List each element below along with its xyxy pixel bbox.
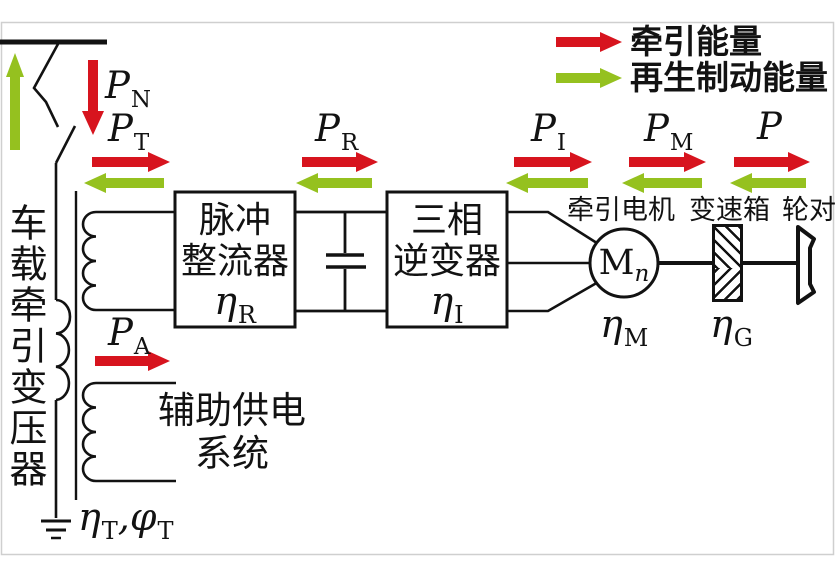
primary-winding-coil — [55, 298, 72, 402]
secondary-winding-coil — [81, 210, 97, 312]
pr-label: PR — [315, 107, 359, 156]
ground-icon — [41, 519, 71, 540]
phase-line-bottom — [507, 279, 601, 313]
wheelset-icon — [796, 225, 816, 305]
legend-traction-arrow — [556, 32, 622, 52]
pi-regen-arrow — [506, 173, 588, 193]
transformer-eta: ηT,φT — [78, 495, 174, 545]
pm-traction-arrow — [629, 152, 706, 172]
traction-transformer — [54, 163, 176, 518]
phase-line-top — [507, 210, 601, 247]
transformer-name: 车载牵引变压器 — [3, 203, 47, 490]
three-phase-lines — [507, 210, 601, 313]
figure-frame — [0, 21, 835, 556]
pi-label: PI — [531, 107, 566, 156]
disconnector-blade — [54, 125, 77, 164]
pm-label: PM — [644, 107, 694, 156]
pr-regen-arrow — [296, 173, 372, 193]
gearbox-icon — [712, 224, 743, 302]
regen-up-arrow — [6, 53, 24, 150]
pt-regen-arrow — [84, 173, 164, 193]
pa-label: PA — [108, 311, 151, 360]
inverter-eta: ηI — [430, 279, 464, 330]
rectifier-eta: ηR — [214, 279, 256, 330]
gearbox-eta: ηG — [710, 302, 753, 352]
pn-down-arrow — [82, 60, 104, 135]
pt-label: PT — [108, 107, 150, 156]
pt-traction-arrow — [92, 152, 170, 172]
p-regen-arrow — [730, 173, 806, 193]
motor-eta: ηM — [600, 302, 649, 352]
pa-traction-arrow — [95, 351, 170, 371]
inverter-label: 三相 逆变器 ηI — [392, 199, 501, 330]
pm-regen-arrow — [622, 173, 702, 193]
pr-traction-arrow — [302, 152, 378, 172]
motor-title: 牵引电机 — [567, 195, 675, 226]
wheelset-title: 轮对 — [782, 195, 835, 226]
pantograph-icon — [32, 43, 60, 128]
rectifier-label: 脉冲 整流器 ηR — [180, 199, 289, 330]
aux-winding-coil — [81, 381, 97, 483]
energy-arrows — [6, 32, 810, 371]
p-label: P — [757, 105, 782, 148]
pi-traction-arrow — [514, 152, 592, 172]
pantograph-and-catenary — [0, 39, 107, 164]
pn-label: PN — [105, 64, 152, 113]
legend-traction-label: 牵引能量 — [630, 22, 762, 61]
legend-regen-label: 再生制动能量 — [630, 58, 828, 97]
gearbox-title: 变速箱 — [689, 195, 770, 226]
dc-link — [295, 210, 387, 313]
rectifier-box — [173, 190, 297, 329]
motor-symbol: Mn — [598, 243, 650, 288]
p-traction-arrow — [734, 152, 810, 172]
aux-supply-label: 辅助供电 系统 — [158, 389, 306, 475]
legend-regen-arrow — [556, 68, 622, 88]
inverter-box — [385, 190, 509, 329]
